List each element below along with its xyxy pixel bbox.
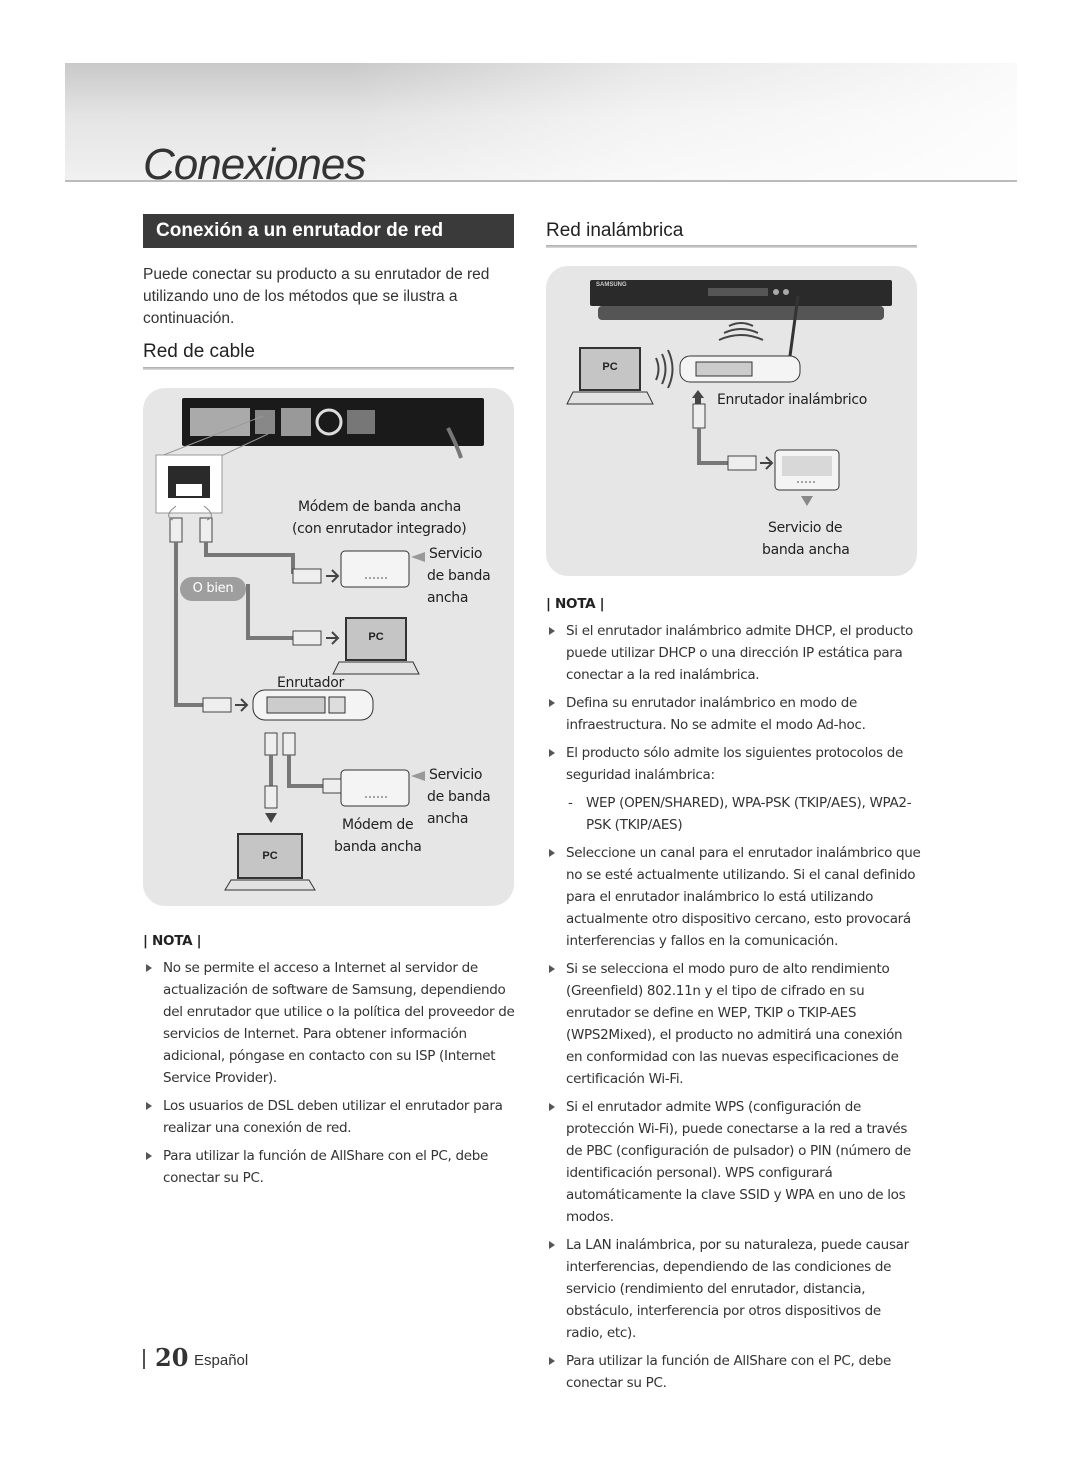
- note-item: Defina su enrutador inalámbrico en modo …: [546, 692, 921, 736]
- note-item: Si se selecciona el modo puro de alto re…: [546, 958, 921, 1090]
- wireless-service-label-1: Servicio de: [768, 520, 843, 536]
- wireless-service-label-2: banda ancha: [762, 542, 850, 558]
- chapter-title: Conexiones: [143, 140, 366, 189]
- notes-left: No se permite el acceso a Internet al se…: [143, 957, 515, 1195]
- service-label-a1: Servicio: [429, 546, 483, 562]
- modem-label-2: (con enrutador integrado): [292, 521, 467, 537]
- service-label-b1: Servicio: [429, 767, 483, 783]
- note-item: Si el enrutador inalámbrico admite DHCP,…: [546, 620, 921, 686]
- modem-b-label-1: Módem de: [342, 817, 414, 833]
- service-label-a2: de banda: [427, 568, 491, 584]
- pc-label-2: PC: [262, 850, 278, 862]
- wireless-diagram: SAMSUNG PC Enrutador inalámbrico Servici…: [546, 266, 917, 576]
- note-item: Los usuarios de DSL deben utilizar el en…: [143, 1095, 515, 1139]
- note-item: Para utilizar la función de AllShare con…: [143, 1145, 515, 1189]
- intro-paragraph: Puede conectar su producto a su enrutado…: [143, 266, 490, 327]
- brand-label: SAMSUNG: [596, 282, 627, 288]
- note-label-right: | NOTA |: [546, 596, 605, 612]
- wireless-rule: [546, 245, 917, 248]
- wired-title: Red de cable: [143, 341, 255, 362]
- note-item: Si el enrutador admite WPS (configuració…: [546, 1096, 921, 1228]
- section-title: Conexión a un enrutador de red: [143, 214, 514, 248]
- service-label-a3: ancha: [427, 590, 469, 606]
- note-item: Seleccione un canal para el enrutador in…: [546, 842, 921, 952]
- router-label: Enrutador: [277, 675, 344, 691]
- wired-diagram: Módem de banda ancha (con enrutador inte…: [143, 388, 514, 906]
- note-item: La LAN inalámbrica, por su naturaleza, p…: [546, 1234, 921, 1344]
- or-badge: O bien: [180, 577, 246, 601]
- wireless-router-label: Enrutador inalámbrico: [717, 392, 868, 408]
- wired-diagram-art: [155, 398, 484, 891]
- page-language: Español: [194, 1352, 249, 1369]
- page-number: 20: [155, 1343, 189, 1372]
- page-number-bar: [143, 1349, 145, 1369]
- service-label-b2: de banda: [427, 789, 491, 805]
- wired-rule: [143, 367, 514, 370]
- note-item: No se permite el acceso a Internet al se…: [143, 957, 515, 1089]
- pc-label-1: PC: [368, 631, 384, 643]
- service-label-b3: ancha: [427, 811, 469, 827]
- note-label-left: | NOTA |: [143, 933, 202, 949]
- note-item: El producto sólo admite los siguientes p…: [546, 742, 921, 786]
- pc-label-wireless: PC: [602, 361, 618, 373]
- header-fade: [65, 63, 1017, 181]
- protocol-list: WEP (OPEN/SHARED), WPA-PSK (TKIP/AES), W…: [546, 792, 921, 836]
- wireless-title: Red inalámbrica: [546, 220, 684, 241]
- modem-b-label-2: banda ancha: [334, 839, 422, 855]
- wireless-diagram-art: [566, 280, 892, 506]
- modem-label-1: Módem de banda ancha: [298, 499, 462, 515]
- header-rule: [65, 180, 1017, 182]
- note-item: Para utilizar la función de AllShare con…: [546, 1350, 921, 1394]
- notes-right: Si el enrutador inalámbrico admite DHCP,…: [546, 620, 921, 1400]
